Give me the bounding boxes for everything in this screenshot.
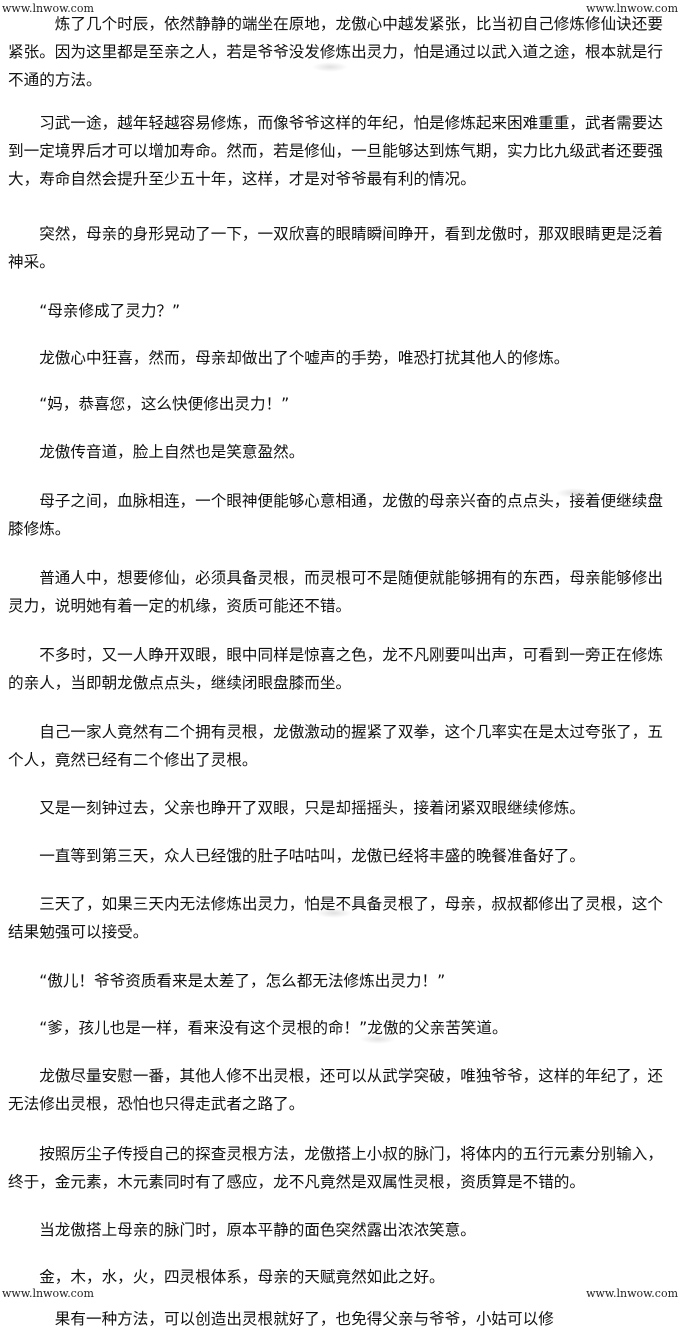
scan-smudge — [556, 488, 592, 498]
paragraph-8: 母子之间，血脉相连，一个眼神便能够心意相通，龙傲的母亲兴奋的点点头，接着便继续盘… — [8, 491, 663, 538]
watermark-bottom-left: www.lnwow.com — [2, 1287, 94, 1300]
paragraph-21: 果有一种方法，可以创造出灵根就好了，也免得父亲与爷爷，小姑可以修 — [8, 1309, 554, 1328]
paragraph-3: 突然，母亲的身形晃动了一下，一双欣喜的眼睛瞬间睁开，看到龙傲时，那双眼睛更是泛着… — [8, 224, 663, 271]
paragraph-2: 习武一途，越年轻越容易修炼，而像爷爷这样的年纪，怕是修炼起来困难重重，武者需要达… — [8, 113, 663, 188]
paragraph-11: 自己一家人竟然有二个拥有灵根，龙傲激动的握紧了双拳，这个几率实在是太过夸张了，五… — [8, 722, 663, 769]
paragraph-9: 普通人中，想要修仙，必须具备灵根，而灵根可不是随便就能够拥有的东西，母亲能够修出… — [8, 568, 663, 615]
paragraph-15: “傲儿！爷爷资质看来是太差了，怎么都无法修炼出灵力！” — [8, 971, 446, 990]
paragraph-1: 炼了几个时辰，依然静静的端坐在原地，龙傲心中越发紧张，比当初自己修炼修仙诀还要紧… — [8, 14, 663, 89]
paragraph-7: 龙傲传音道，脸上自然也是笑意盈然。 — [8, 442, 305, 461]
watermark-top-right: www.lnwow.com — [586, 2, 678, 15]
paragraph-17: 龙傲尽量安慰一番，其他人修不出灵根，还可以从武学突破，唯独爷爷，这样的年纪了，还… — [8, 1066, 663, 1113]
paragraph-13: 一直等到第三天，众人已经饿的肚子咕咕叫，龙傲已经将丰盛的晚餐准备好了。 — [8, 846, 585, 865]
paragraph-14: 三天了，如果三天内无法修炼出灵力，怕是不具备灵根了，母亲，叔叔都修出了灵根，这个… — [8, 894, 663, 941]
scan-smudge — [312, 62, 348, 72]
paragraph-12: 又是一刻钟过去，父亲也睁开了双眼，只是却摇摇头，接着闭紧双眼继续修炼。 — [8, 798, 585, 817]
paragraph-16: “爹，孩儿也是一样，看来没有这个灵根的命！”龙傲的父亲苦笑道。 — [8, 1018, 508, 1037]
scan-smudge — [360, 1034, 396, 1044]
paragraph-4: “母亲修成了灵力？” — [8, 301, 181, 320]
paragraph-5: 龙傲心中狂喜，然而，母亲却做出了个嘘声的手势，唯恐打扰其他人的修炼。 — [8, 348, 570, 367]
paragraph-6: “妈，恭喜您，这么快便修出灵力！” — [8, 394, 290, 413]
watermark-top-left: www.lnwow.com — [2, 2, 94, 15]
watermark-bottom-right: www.lnwow.com — [586, 1287, 678, 1300]
paragraph-18: 按照厉尘子传授自己的探查灵根方法，龙傲搭上小叔的脉门，将体内的五行元素分别输入，… — [8, 1144, 663, 1191]
paragraph-20: 金，木，水，火，四灵根体系，母亲的天赋竟然如此之好。 — [8, 1267, 445, 1286]
scan-smudge — [316, 908, 352, 918]
paragraph-19: 当龙傲搭上母亲的脉门时，原本平静的面色突然露出浓浓笑意。 — [8, 1220, 476, 1239]
paragraph-10: 不多时，又一人睁开双眼，眼中同样是惊喜之色，龙不凡刚要叫出声，可看到一旁正在修炼… — [8, 645, 663, 692]
